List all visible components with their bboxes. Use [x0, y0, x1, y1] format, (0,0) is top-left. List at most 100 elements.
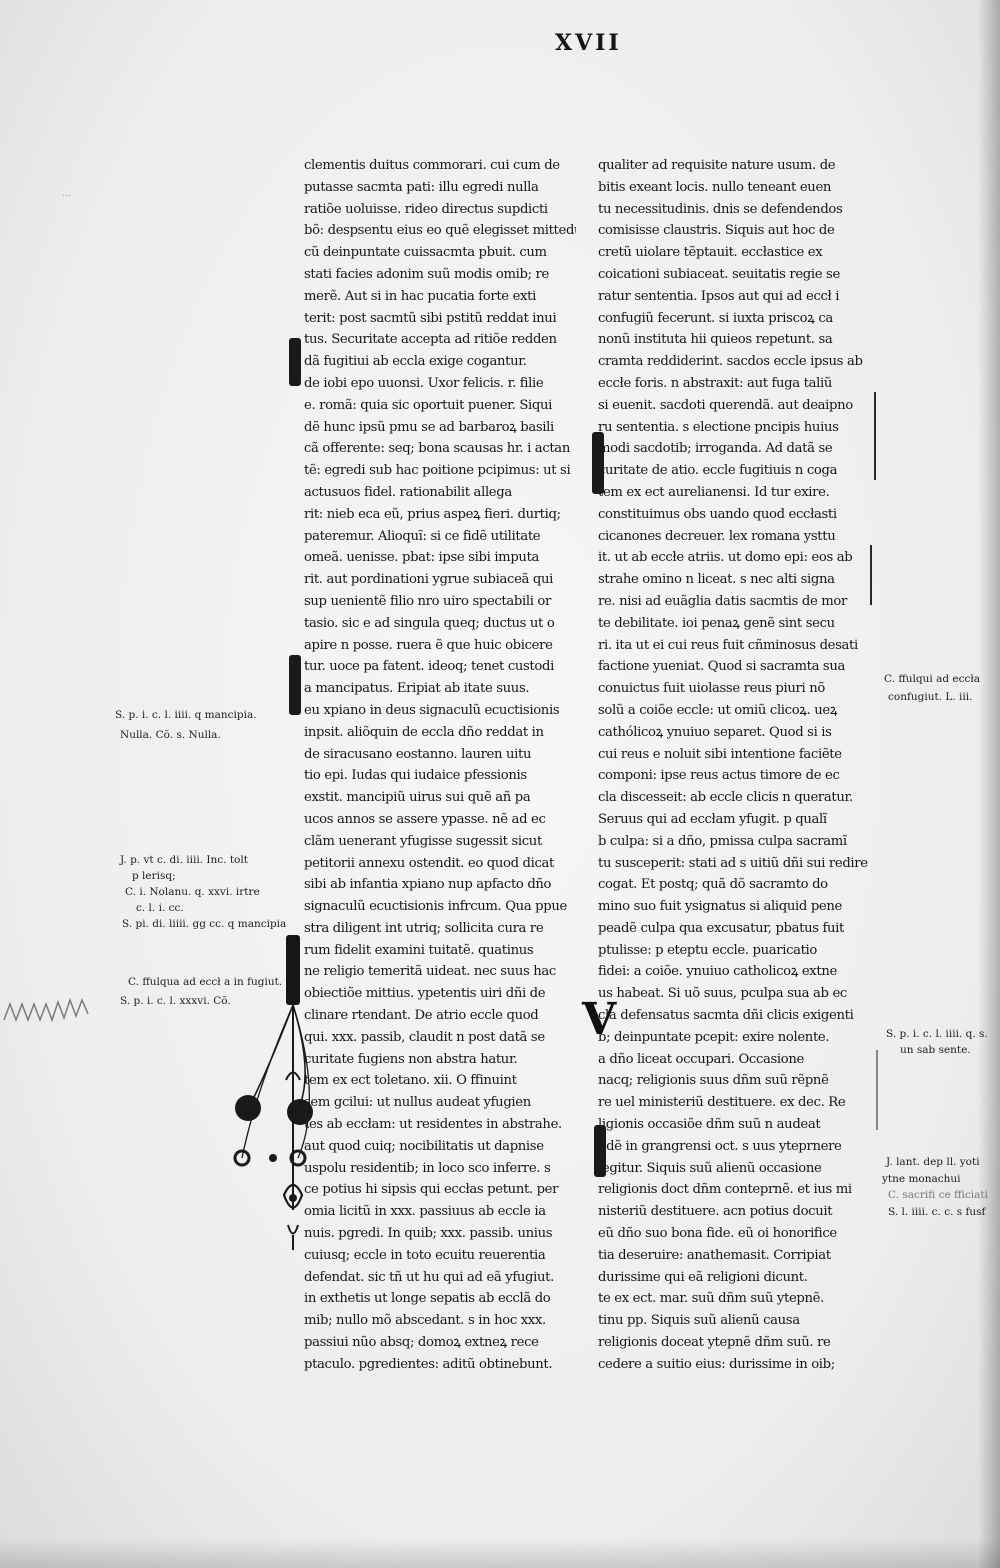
text-line: tes ab eccłam: ut residentes in abstrahe… [304, 1117, 562, 1133]
text-line: peadẽ culpa qua excusatur, pbatus fuit [598, 920, 844, 936]
text-line: religionis doceat ytepnẽ dñm suũ. re [598, 1335, 831, 1351]
text-line: nuis. pgredi. In quib; xxx. passib. uniu… [304, 1226, 553, 1242]
right-text-column: qualiter ad requisite nature usum. de bit… [598, 155, 870, 1376]
text-line: eũ dño suo bona fide. eũ oi honorifice [598, 1226, 837, 1242]
marginal-bracket [870, 545, 872, 605]
text-line: tem ex ect toletano. xii. O ffinuint [304, 1073, 517, 1089]
text-line: petitorii annexu ostendit. eo quod dicat [304, 855, 555, 871]
text-line: putasse sacmta pati: illu egredi nulla [304, 179, 539, 195]
initial-letter-i-1 [289, 338, 301, 386]
folio-number: XVII [555, 30, 622, 56]
text-line: coicationi subiaceat. seuitatis regie se [598, 266, 840, 282]
text-line: qualiter ad requisite nature usum. de [598, 158, 836, 173]
text-line: tus. Securitate accepta ad ritiõe redden [304, 332, 557, 348]
text-line: sibi ab infantia xpiano nup apfacto dño [304, 877, 552, 893]
text-line: conuictus fuit uiolasse reus piuri nõ [598, 681, 825, 697]
gloss-right-4a: C. ffulqui ad eccła [884, 673, 981, 685]
text-line: passiui nũo absq; domoꝝ extneꝝ rece [304, 1335, 539, 1351]
text-line: cretũ uiolare tẽptauit. eccłastice ex [598, 245, 823, 261]
text-line: it. ut ab eccłe atriis. ut domo epi: eos… [598, 550, 853, 566]
gloss-right-5b: un sab sente. [900, 1044, 971, 1056]
gloss-right-4b: confugiut. L. iii. [888, 691, 973, 703]
page-bottom-shadow [0, 1538, 1000, 1568]
text-line: clinare rtendant. De atrio eccle quod [304, 1008, 539, 1024]
text-line: modi sacdotib; irroganda. Ad datã se [598, 441, 833, 457]
gloss-right-6b: ytne monachui [882, 1173, 961, 1185]
gloss-left-2b: p lerisq; [132, 870, 176, 882]
text-line: re uel ministeriũ destituere. ex dec. Re [598, 1095, 846, 1111]
text-line: uspolu residentib; in loco sco inferre. … [304, 1160, 551, 1176]
left-text-column: clementis duitus commorari. cui cum de pu… [304, 155, 576, 1376]
text-line: aut quod cuiq; nocibilitatis ut dapnise [304, 1138, 544, 1154]
page-edge-shadow [978, 0, 1000, 1568]
text-line: signaculũ ecuctisionis infrcum. Qua ppue [304, 899, 567, 915]
text-line: ucos annos se assere ypasse. nẽ ad ec [304, 811, 546, 827]
text-line: actusuos fidel. rationabilit allega [304, 484, 512, 500]
text-line: rum fidelit examini tuitatẽ. quatinus [304, 942, 534, 958]
text-line: ptulisse: p eteptu eccle. puaricatio [598, 942, 818, 958]
text-line: exstit. mancipiũ uirus sui quẽ añ pa [304, 790, 531, 806]
initial-letter-i-4 [592, 432, 604, 494]
gloss-left-3b: S. p. i. c. l. xxxvi. Cõ. [120, 995, 231, 1007]
text-line: factione yueniat. Quod si sacramta sua [598, 659, 845, 675]
text-line: rit: nieb eca eũ, prius aspeꝝ fieri. dur… [304, 506, 561, 522]
text-line: ptaculo. pgredientes: aditũ obtinebunt. [304, 1356, 553, 1372]
text-line: ligionis occasiõe dñm suũ n audeat [598, 1117, 821, 1133]
text-line: b; deinpuntate pcepit: exire nolente. [598, 1029, 830, 1045]
text-line: te ex ect. mar. suũ dñm suũ ytepnẽ. [598, 1291, 824, 1307]
marginal-zigzag-mark [3, 997, 89, 1023]
gloss-right-6c: C. sacrifi ce fficiati [888, 1189, 988, 1201]
text-line: ce potius hi sipsis qui eccłas petunt. p… [304, 1182, 559, 1198]
text-line: clãm uenerant yfugisse sugessit sicut [304, 833, 542, 849]
text-line: pateremur. Alioquĩ: si ce fidẽ utilitate [304, 528, 541, 544]
text-line: curitate fugiens non abstra hatur. [304, 1051, 518, 1067]
text-line: cathólicoꝝ ynuiuo separet. Quod si is [598, 724, 832, 740]
gloss-left-3a: C. ffulqua ad eccł a in fugiut. [128, 976, 283, 988]
text-line: tem ex ect aurelianensi. Id tur exire. [598, 484, 830, 500]
text-line: tu susceperit: stati ad s uitiũ dñi sui … [598, 855, 868, 871]
text-line: sup uenientẽ filio nro uiro spectabili o… [304, 593, 551, 609]
text-line: tur. uoce pa fatent. ideoq; tenet custod… [304, 659, 554, 675]
marginal-bracket [874, 392, 876, 480]
text-line: eu xpiano in deus signaculũ ecuctisionis [304, 702, 560, 718]
text-line: dẽ hunc ipsũ pmu se ad barbaroꝝ basili [304, 419, 554, 435]
gloss-left-1a: S. p. i. c. l. iiii. q mancipia. [115, 709, 257, 721]
text-line: dã fugitiui ab eccla exige cogantur. [304, 354, 527, 370]
text-line: re. nisi ad euãglia datis sacmtis de mor [598, 593, 847, 609]
text-line: bitis exeant locis. nullo teneant euen [598, 179, 832, 195]
gloss-right-6d: S. l. iiii. c. c. s fusf [888, 1206, 986, 1218]
text-line: tinu pp. Siquis suũ alienũ causa [598, 1313, 800, 1329]
initial-letter-u: V [582, 994, 617, 1045]
text-line: tia deseruire: anathemasit. Corripiat [598, 1247, 831, 1263]
text-line: qui. xxx. passib, claudit n post datã se [304, 1029, 545, 1045]
text-line: tẽ: egredi sub hac poitione pcipimus: ut… [304, 463, 571, 479]
text-line: cicanones decreuer. lex romana ysttu [598, 528, 836, 544]
text-line: de iobi epo uuonsi. Uxor felicis. r. fil… [304, 375, 544, 391]
gloss-left-2d: c. l. i. cc. [136, 902, 184, 914]
text-line: tio epi. Iudas qui iudaice pfessionis [304, 768, 527, 784]
text-line: a mancipatus. Eripiat ab itate suus. [304, 681, 530, 697]
text-line: componi: ipse reus actus timore de ec [598, 768, 840, 784]
text-line: ratur sententia. Ipsos aut qui ad eccł i [598, 288, 840, 304]
text-line: bõ: despsentu eius eo quẽ elegisset mitt… [304, 223, 576, 239]
text-line: tu necessitudinis. dnis se defendendos [598, 201, 843, 217]
text-line: religionis doct dñm conteprnẽ. et ius mi [598, 1182, 852, 1198]
text-line: stra diligent int utriq; sollicita cura … [304, 920, 544, 936]
text-line: clementis duitus commorari. cui cum de [304, 158, 560, 173]
text-line: inpsit. aliõquin de eccla dño reddat in [304, 724, 544, 740]
marginal-bracket [876, 1050, 878, 1130]
text-line: cui reus e noluit sibi intentione faciẽt… [598, 746, 842, 762]
text-line: Seruus qui ad eccłam yfugit. p qualĩ [598, 811, 827, 827]
text-line: mib; nullo mõ abscedant. s in hoc xxx. [304, 1313, 546, 1329]
text-line: fidei: a coiõe. ynuiuo catholicoꝝ extne [598, 964, 837, 980]
gloss-right-6a: J. lant. dep ll. yoti [886, 1156, 980, 1168]
text-line: b culpa: si a dño, pmissa culpa sacramĩ [598, 833, 847, 849]
text-line: mino suo fuit ysignatus si aliquid pene [598, 899, 842, 915]
text-line: e. romã: quia sic oportuit puener. Siqui [304, 397, 553, 413]
text-line: rit. aut pordinationi ygrue subiaceã qui [304, 572, 553, 588]
text-line: cla discesseit: ab eccle clicis n querat… [598, 790, 853, 806]
text-line: de siracusano eostanno. lauren uitu [304, 746, 532, 762]
gloss-left-2a: J. p. vt c. di. iiii. Inc. tolt [120, 854, 248, 866]
text-line: nonũ instituta hii quieos repetunt. sa [598, 332, 833, 348]
